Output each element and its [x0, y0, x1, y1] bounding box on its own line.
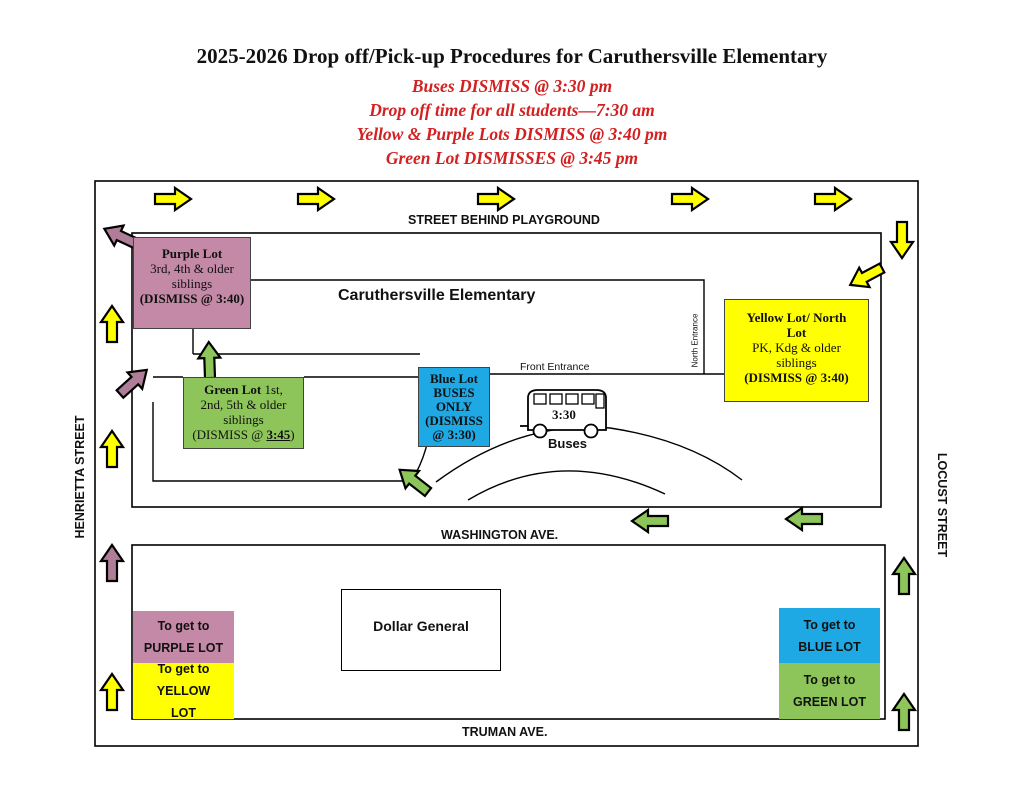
green-lot-dismiss-prefix: (DISMISS @ [192, 427, 267, 442]
blue-lot-dismiss: (DISMISS @ 3:30) [425, 413, 483, 442]
bus-time: 3:30 [552, 407, 576, 422]
direction-purple-lot: To get to PURPLE LOT [133, 611, 234, 663]
direction-purple-text: To get to PURPLE LOT [143, 619, 224, 655]
direction-green-text: To get to GREEN LOT [793, 673, 866, 709]
blue-lot-desc: BUSES ONLY [433, 385, 475, 414]
green-lot-title: Green Lot [204, 382, 262, 397]
schedule-line-yellow-purple: Yellow & Purple Lots DISMISS @ 3:40 pm [356, 124, 668, 144]
blue-lot-title: Blue Lot [429, 371, 479, 386]
direction-yellow-lot: To get to YELLOW LOT [133, 662, 234, 720]
bus-icon [520, 389, 607, 439]
school-block [131, 232, 882, 508]
schedule-line-dropoff: Drop off time for all students—7:30 am [369, 100, 655, 120]
buses-label: Buses [548, 436, 588, 451]
store-name: Dollar General [373, 618, 469, 634]
green-lot: Green Lot 1st, 2nd, 5th & older siblings… [183, 377, 304, 449]
dollar-general-store: Dollar General [341, 589, 501, 671]
green-lot-desc: 2nd, 5th & older siblings [200, 397, 287, 427]
green-lot-desc-inline: 1st, [264, 382, 283, 397]
yellow-arrows-left [99, 304, 125, 712]
purple-lot: Purple Lot 3rd, 4th & older siblings (DI… [133, 237, 251, 329]
purple-lot-title: Purple Lot [161, 246, 223, 261]
blue-lot: Blue Lot BUSES ONLY (DISMISS @ 3:30) [418, 367, 490, 447]
purple-lot-desc: 3rd, 4th & older siblings [150, 261, 234, 291]
schedule-line-green: Green Lot DISMISSES @ 3:45 pm [385, 148, 639, 168]
yellow-lot-desc: PK, Kdg & older siblings [752, 340, 841, 370]
schedule-line-buses: Buses DISMISS @ 3:30 pm [411, 76, 613, 96]
map-boundary [94, 180, 919, 747]
page-title: 2025-2026 Drop off/Pick-up Procedures fo… [196, 44, 828, 68]
school-name: Caruthersville Elementary [338, 287, 536, 304]
direction-green-lot: To get to GREEN LOT [779, 663, 880, 719]
yellow-arrows-top [153, 186, 853, 212]
direction-blue-lot: To get to BLUE LOT [779, 608, 880, 663]
bus-loop-inner [467, 470, 666, 501]
front-entrance-label: Front Entrance [520, 361, 590, 373]
washington-ave-label: WASHINGTON AVE. [441, 528, 559, 542]
south-block [131, 544, 886, 720]
north-entrance-label: North Entrance [690, 313, 700, 368]
truman-ave-label: TRUMAN AVE. [462, 725, 548, 739]
yellow-lot: Yellow Lot/ North Lot PK, Kdg & older si… [724, 299, 869, 402]
direction-blue-text: To get to BLUE LOT [798, 617, 861, 654]
driveway [152, 402, 418, 482]
green-lot-dismiss-suffix: ) [290, 427, 295, 442]
purple-lot-dismiss: (DISMISS @ 3:40) [139, 291, 245, 306]
henrietta-street-label: HENRIETTA STREET [73, 415, 87, 539]
street-behind-playground-label: STREET BEHIND PLAYGROUND [408, 213, 600, 227]
green-lot-dismiss-time: 3:45 [266, 427, 291, 442]
yellow-lot-dismiss: (DISMISS @ 3:40) [744, 370, 849, 385]
locust-street-label: LOCUST STREET [935, 452, 949, 558]
yellow-lot-title: Yellow Lot/ North Lot [746, 310, 847, 340]
direction-yellow-text: To get to YELLOW LOT [156, 662, 211, 720]
bus-loop-outer [435, 426, 743, 483]
